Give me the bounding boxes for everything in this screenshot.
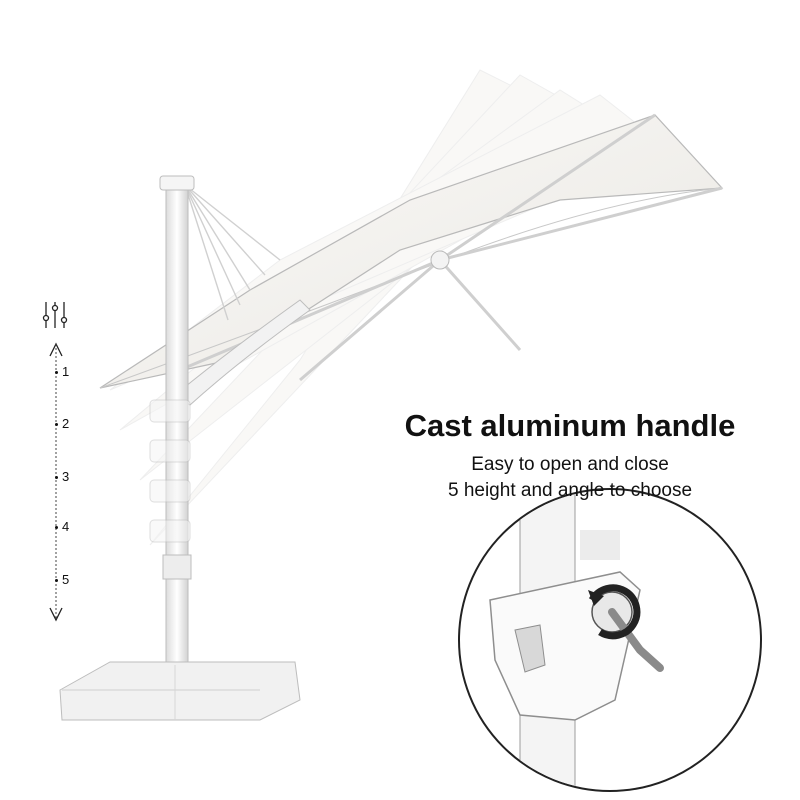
height-tick-2-dot xyxy=(55,423,58,426)
rotate-arrow-icon xyxy=(588,584,641,640)
height-tick-1: 1 xyxy=(62,364,70,379)
support-cables xyxy=(184,184,281,321)
handle-detail xyxy=(458,488,762,792)
height-tick-3: 3 xyxy=(62,469,70,484)
pole xyxy=(149,175,195,703)
height-tick-4: 4 xyxy=(62,519,70,534)
height-scale xyxy=(42,302,68,622)
base xyxy=(59,661,301,721)
crank-handle-icon xyxy=(591,591,664,672)
height-tick-2: 2 xyxy=(62,416,70,431)
height-tick-4-dot xyxy=(55,526,58,529)
height-tick-5-dot xyxy=(55,579,58,582)
arrow-down-icon xyxy=(49,607,63,622)
subline-height-angle: 5 height and angle to choose xyxy=(447,480,693,501)
height-tick-5: 5 xyxy=(62,572,70,587)
subline-open-close: Easy to open and close xyxy=(471,454,669,475)
headline: Cast aluminum handle xyxy=(404,408,736,443)
adjust-sliders-icon xyxy=(42,302,68,328)
arm xyxy=(174,299,311,406)
height-tick-3-dot xyxy=(55,476,58,479)
canopy xyxy=(99,113,724,389)
height-tick-1-dot xyxy=(55,371,58,374)
